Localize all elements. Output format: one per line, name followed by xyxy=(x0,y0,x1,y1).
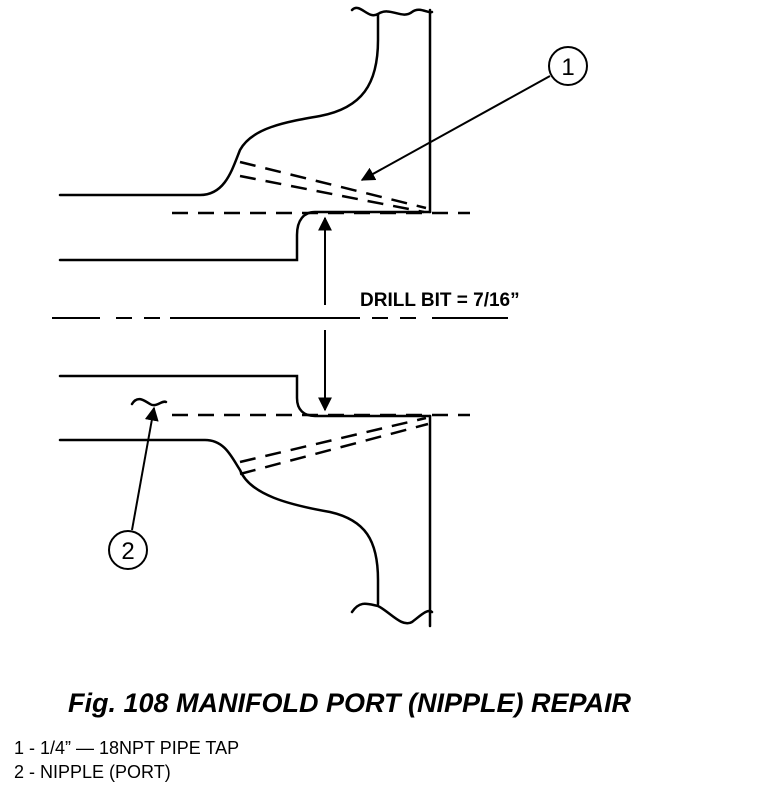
callout-1-leader xyxy=(360,75,551,181)
break-tilde xyxy=(130,397,168,407)
callout-1-number: 1 xyxy=(561,54,574,81)
lower-thread-line-b xyxy=(239,422,429,476)
lower-thread-line-a xyxy=(239,416,427,464)
lower-nipple-wall xyxy=(58,374,432,418)
callout-2-number: 2 xyxy=(121,538,134,565)
drill-bit-dimension-label: DRILL BIT = 7/16” xyxy=(360,290,520,311)
callout-2-circle xyxy=(108,530,148,570)
manifold-port-diagram: DRILL BIT = 7/16” 1 2 xyxy=(52,6,588,628)
lower-break-line xyxy=(350,602,434,625)
legend-item-2: 2 - NIPPLE (PORT) xyxy=(14,762,171,782)
callout-1-circle xyxy=(548,46,588,86)
legend-item-1: 1 - 1/4” — 18NPT PIPE TAP xyxy=(14,738,240,758)
figure-caption: Fig. 108 MANIFOLD PORT (NIPPLE) REPAIR xyxy=(68,688,632,718)
upper-nipple-wall xyxy=(58,210,432,262)
lower-casting-outline xyxy=(58,438,380,606)
callout-2: 2 xyxy=(108,406,159,570)
upper-thread-line-b xyxy=(239,174,425,214)
upper-thread-line-a xyxy=(239,160,427,210)
upper-casting-outline xyxy=(58,12,380,197)
legend: 1 - 1/4” — 18NPT PIPE TAP 2 - NIPPLE (PO… xyxy=(14,736,239,784)
callout-2-leader xyxy=(131,406,159,531)
upper-break-line xyxy=(350,6,434,17)
callout-1: 1 xyxy=(360,46,588,181)
